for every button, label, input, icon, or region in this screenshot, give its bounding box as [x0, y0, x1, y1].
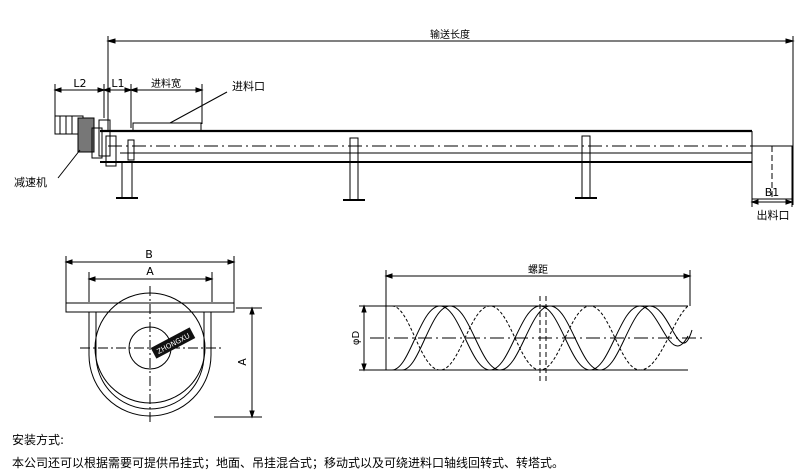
installation-description: 本公司还可以根据需要可提供吊挂式；地面、吊挂混合式；移动式以及可绕进料口轴线回转… [12, 456, 565, 470]
b-dimension-label: B [145, 248, 153, 261]
motor-label: 减速机 [14, 175, 47, 189]
manufacturer-logo: ZHONGXU [150, 327, 196, 359]
inlet-width-label: 进料宽 [151, 77, 181, 90]
total-length-label: 输送长度 [430, 28, 470, 41]
diameter-label: φD [351, 331, 362, 346]
a-top-dimension-label: A [146, 265, 154, 278]
pitch-label: 螺距 [528, 264, 548, 276]
cross-section-view [64, 256, 262, 422]
side-view [53, 36, 795, 207]
outlet-label: 出料口 [757, 208, 790, 222]
l1-label: L1 [111, 77, 124, 90]
a-side-dimension-label: A [236, 358, 249, 366]
screw-flight-view [359, 270, 705, 382]
screw-conveyor-drawing: 输送长度 L2 L1 进料宽 进料口 减速机 B1 出料口 B A A 螺距 φ… [14, 28, 795, 422]
b1-label: B1 [765, 186, 780, 199]
installation-heading: 安装方式: [12, 433, 65, 447]
inlet-label: 进料口 [232, 79, 265, 93]
l2-label: L2 [73, 77, 86, 90]
